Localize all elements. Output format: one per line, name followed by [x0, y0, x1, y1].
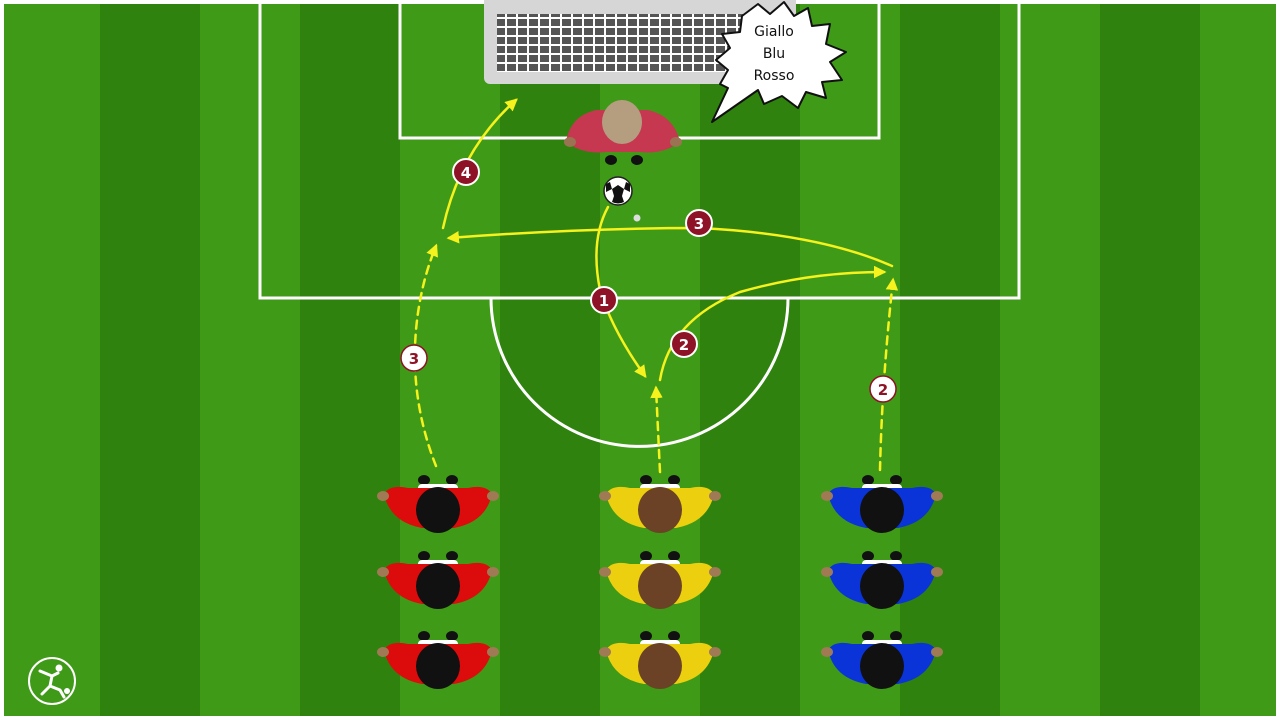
- penalty-area: [258, 2, 1021, 300]
- soccer-player-logo-icon: [28, 657, 76, 705]
- penalty-arc: [489, 297, 790, 448]
- goalkeeper: [564, 100, 682, 165]
- run-arrow-red: [413, 243, 438, 468]
- step-marker-3: 3: [685, 209, 713, 237]
- players: [377, 475, 943, 689]
- svg-text:2: 2: [878, 381, 888, 399]
- svg-text:3: 3: [694, 215, 704, 233]
- player-rosso-1: [377, 475, 499, 533]
- bubble-line-1: Giallo: [754, 24, 794, 40]
- shot-arrow-4: [441, 98, 518, 230]
- run-arrow-yellow: [650, 385, 663, 474]
- run-marker-3: 3: [400, 344, 428, 372]
- player-giallo-2: [599, 551, 721, 609]
- bubble-line-3: Rosso: [754, 68, 795, 84]
- player-giallo-1: [599, 475, 721, 533]
- svg-text:4: 4: [461, 164, 471, 182]
- svg-text:3: 3: [409, 350, 419, 368]
- step-marker-4: 4: [452, 158, 480, 186]
- step-marker-2: 2: [670, 330, 698, 358]
- step-marker-1: 1: [590, 286, 618, 314]
- speech-bubble: Giallo Blu Rosso: [711, 1, 847, 123]
- small-cone: [633, 214, 641, 222]
- bubble-line-2: Blu: [763, 46, 785, 62]
- run-marker-2: 2: [869, 375, 897, 403]
- player-giallo-3: [599, 631, 721, 689]
- player-blu-3: [821, 631, 943, 689]
- player-blu-1: [821, 475, 943, 533]
- svg-text:2: 2: [679, 336, 689, 354]
- player-rosso-2: [377, 551, 499, 609]
- soccer-ball-icon: [603, 176, 633, 206]
- svg-text:1: 1: [599, 292, 609, 310]
- player-blu-2: [821, 551, 943, 609]
- player-rosso-3: [377, 631, 499, 689]
